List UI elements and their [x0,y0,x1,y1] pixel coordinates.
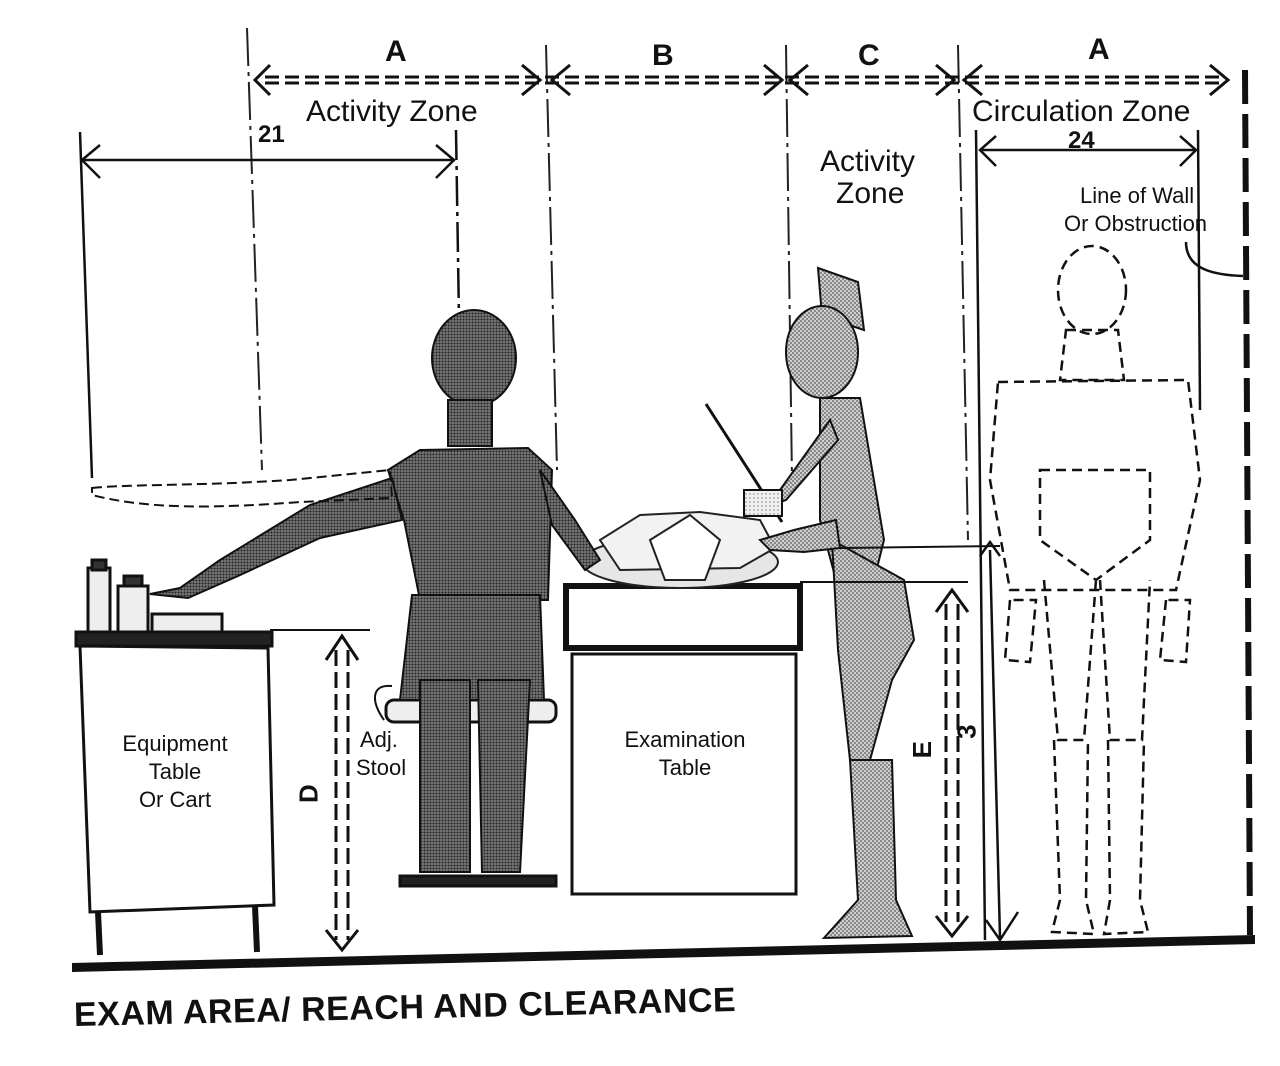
reach-dimension-label: 21 [258,121,285,148]
e-dimension [800,581,970,939]
dimension-label-b: B [652,39,674,72]
equipment-label-line3: Or Cart [138,787,212,812]
three-dimension [839,539,1020,943]
top-dimension-line [252,63,1231,97]
wall-label-line1: Line of Wall [1080,183,1195,208]
d-dimension [270,629,370,953]
dimension-label-3: 3 [951,724,982,739]
stool-label-line1: Adj. [360,727,398,752]
activity-zone-right-line1: Activity [820,145,916,178]
nurse-figure [704,266,916,940]
exam-table-label-line1: Examination [624,727,746,752]
reach-dimension [78,129,461,479]
circulation-dimension [974,129,1202,941]
standing-figure-dashed [988,244,1202,936]
seated-doctor-figure [91,309,602,873]
dimension-label-e: E [907,740,938,759]
activity-zone-right-line2: Zone [836,177,905,210]
dimension-label-a-right: A [1088,33,1110,66]
equipment-label-line1: Equipment [122,731,228,756]
exam-table-label-line2: Table [658,755,712,780]
examination-table [563,583,803,896]
equipment-label-line2: Table [148,759,202,784]
activity-zone-left-label: Activity Zone [306,95,478,128]
patient-figure [581,510,779,589]
dimension-label-c: C [858,39,880,72]
zone-divider-lines [246,27,969,541]
dimension-label-a-left: A [385,35,407,68]
dimension-label-d: D [293,784,324,804]
wall-label-line2: Or Obstruction [1064,211,1208,236]
circulation-zone-label: Circulation Zone [972,95,1191,128]
wall-line [1184,69,1253,936]
circulation-width-label: 24 [1068,127,1095,154]
stool-label-line2: Stool [356,755,407,780]
floor-line [72,935,1255,972]
equipment-table [74,558,276,956]
